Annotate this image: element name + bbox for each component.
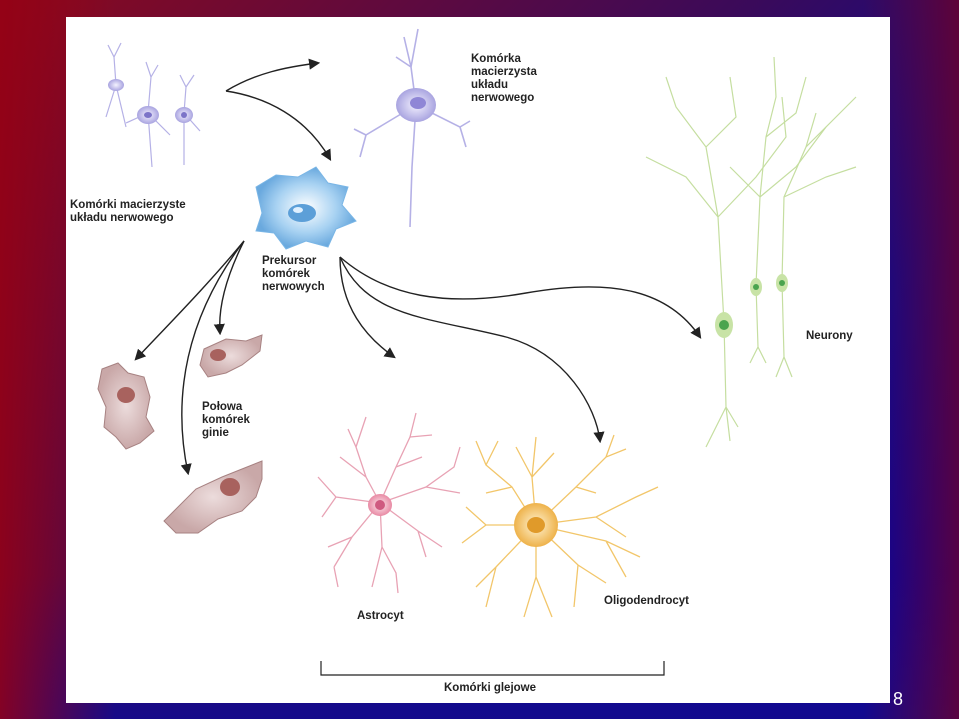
glial-cells-bracket	[320, 661, 665, 676]
arrow-to-neurons	[339, 256, 702, 339]
label-glial-cells: Komórki glejowe	[444, 682, 537, 694]
page-number: 8	[893, 689, 904, 709]
arrow-to-oligodendrocyte	[339, 256, 605, 444]
cell-lineage-diagram	[97, 28, 857, 676]
precursor-cell-icon	[255, 166, 357, 250]
arrow-to-dying-cell-1	[134, 240, 245, 361]
label-precursor: Prekursor komórek nerwowych	[262, 255, 325, 293]
label-half-glia: Połowa komórek ginie	[202, 401, 250, 439]
lineage-arrows	[134, 58, 702, 476]
stem-cells-group-icon	[105, 42, 201, 168]
diagram-panel: Komórki macierzyste układu nerwowego Kom…	[66, 17, 890, 703]
arrow-to-precursor	[225, 90, 332, 161]
label-astrocyte: Astrocyt	[357, 610, 404, 622]
dying-cell-icon	[199, 334, 263, 378]
stem-cell-single-icon	[353, 28, 471, 228]
astrocyte-icon	[317, 412, 461, 594]
dying-cell-icon	[163, 460, 263, 534]
label-oligodendrocyte: Oligodendrocyt	[604, 595, 689, 607]
arrow-to-astrocyte	[339, 256, 396, 359]
arrow-to-dying-cell-2	[213, 240, 245, 336]
label-stem-cell-single: Komórka macierzysta układu nerwowego	[471, 53, 537, 104]
oligodendrocyte-icon	[461, 434, 659, 618]
arrow-to-dying-cell-3	[180, 240, 245, 476]
label-stem-cells-group: Komórki macierzyste układu nerwowego	[70, 199, 186, 224]
dying-cell-icon	[97, 362, 155, 450]
neurons-icon	[645, 56, 857, 448]
arrow-to-stem-cell	[225, 58, 321, 92]
label-neurons: Neurony	[806, 330, 853, 342]
